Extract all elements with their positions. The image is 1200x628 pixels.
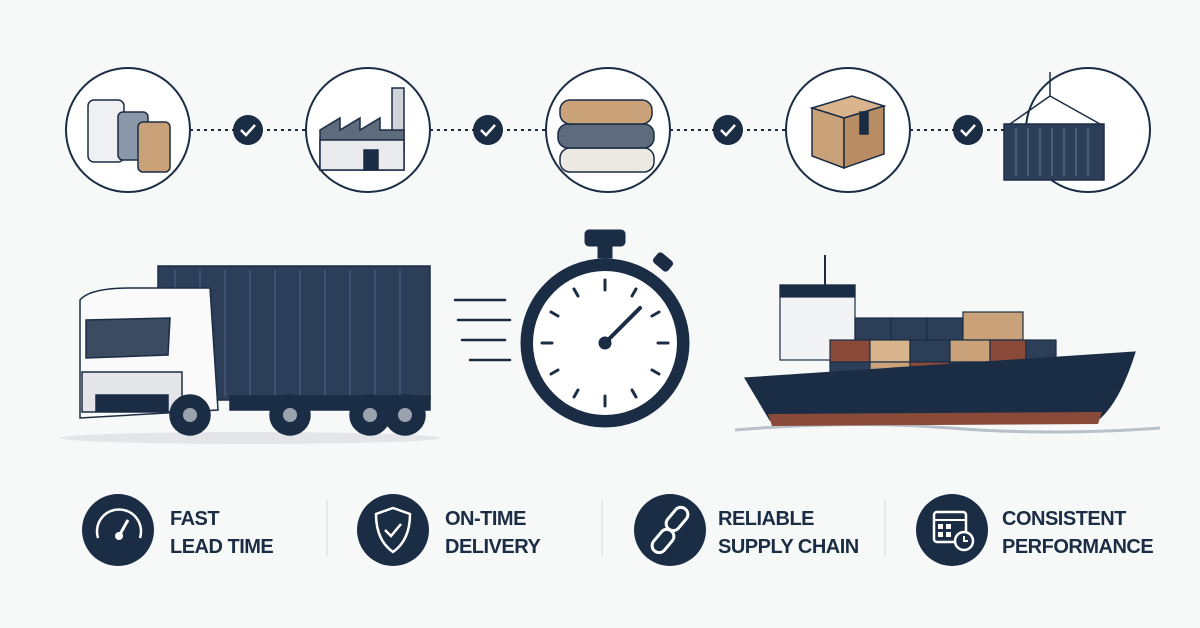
chain-link-icon bbox=[634, 494, 706, 566]
stopwatch-icon bbox=[453, 229, 690, 428]
cargo-ship-illustration bbox=[734, 255, 1161, 434]
feature-reliable-supply-chain: RELIABLE SUPPLY CHAIN bbox=[718, 505, 859, 561]
shield-check-icon bbox=[357, 494, 429, 566]
feature-title: RELIABLE bbox=[718, 508, 814, 530]
feature-consistent-performance: CONSISTENT PERFORMANCE bbox=[1002, 505, 1154, 561]
folded-fabric-icon bbox=[557, 99, 655, 173]
feature-subtitle: SUPPLY CHAIN bbox=[718, 536, 859, 558]
calendar-clock-icon bbox=[916, 494, 988, 566]
feature-fast-lead-time: FAST LEAD TIME bbox=[170, 505, 274, 561]
check-icon bbox=[713, 115, 743, 145]
feature-title: CONSISTENT bbox=[1002, 508, 1126, 530]
feature-title: ON-TIME bbox=[445, 508, 526, 530]
feature-on-time-delivery: ON-TIME DELIVERY bbox=[445, 505, 541, 561]
check-icon bbox=[473, 115, 503, 145]
shipping-container-icon bbox=[1003, 72, 1105, 181]
check-badges bbox=[233, 115, 983, 145]
feature-subtitle: LEAD TIME bbox=[170, 536, 274, 558]
truck-illustration bbox=[60, 265, 440, 444]
feature-title: FAST bbox=[170, 508, 220, 530]
cardboard-box-icon bbox=[809, 95, 887, 170]
speedometer-icon bbox=[82, 494, 154, 566]
factory-icon bbox=[319, 87, 405, 171]
feature-subtitle: PERFORMANCE bbox=[1002, 536, 1154, 558]
feature-divider bbox=[326, 500, 886, 556]
check-icon bbox=[233, 115, 263, 145]
yarn-spools-icon bbox=[87, 99, 171, 173]
check-icon bbox=[953, 115, 983, 145]
feature-subtitle: DELIVERY bbox=[445, 536, 541, 558]
